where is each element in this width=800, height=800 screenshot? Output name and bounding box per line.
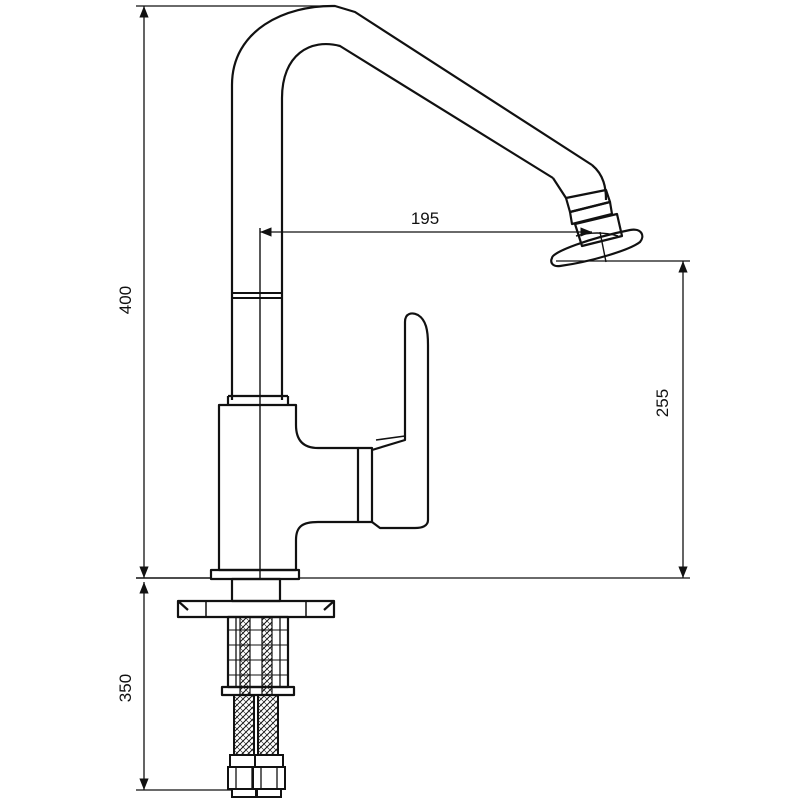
hose-core-left: [239, 616, 251, 696]
dim-400-label: 400: [116, 286, 135, 314]
spout-ring-2: [568, 200, 614, 226]
spout-end: [552, 164, 608, 201]
dimension-lines: [136, 5, 690, 791]
hose-nut-right: [254, 754, 284, 768]
aerator-disk: [550, 228, 644, 268]
hose-nut-left: [229, 754, 259, 768]
dim-255-label: 255: [653, 389, 672, 417]
dim-195-label: 195: [411, 209, 439, 228]
lever-handle: [371, 312, 430, 530]
dim-350-label: 350: [116, 674, 135, 702]
aerator: [573, 212, 624, 248]
threaded-rod: [226, 615, 290, 689]
faucet-body: [217, 403, 360, 572]
cartridge: [358, 446, 374, 524]
faucet-outline: [136, 4, 644, 697]
hose-right: [257, 694, 279, 756]
spout-ring-1: [564, 188, 612, 214]
supply-hoses: [227, 616, 286, 798]
hose-core-right: [261, 616, 273, 696]
hose-left: [233, 694, 255, 756]
spout-tube: [230, 4, 593, 400]
mounting-plate: [176, 599, 336, 619]
mount-shank: [230, 577, 282, 603]
base-flange: [209, 568, 301, 581]
